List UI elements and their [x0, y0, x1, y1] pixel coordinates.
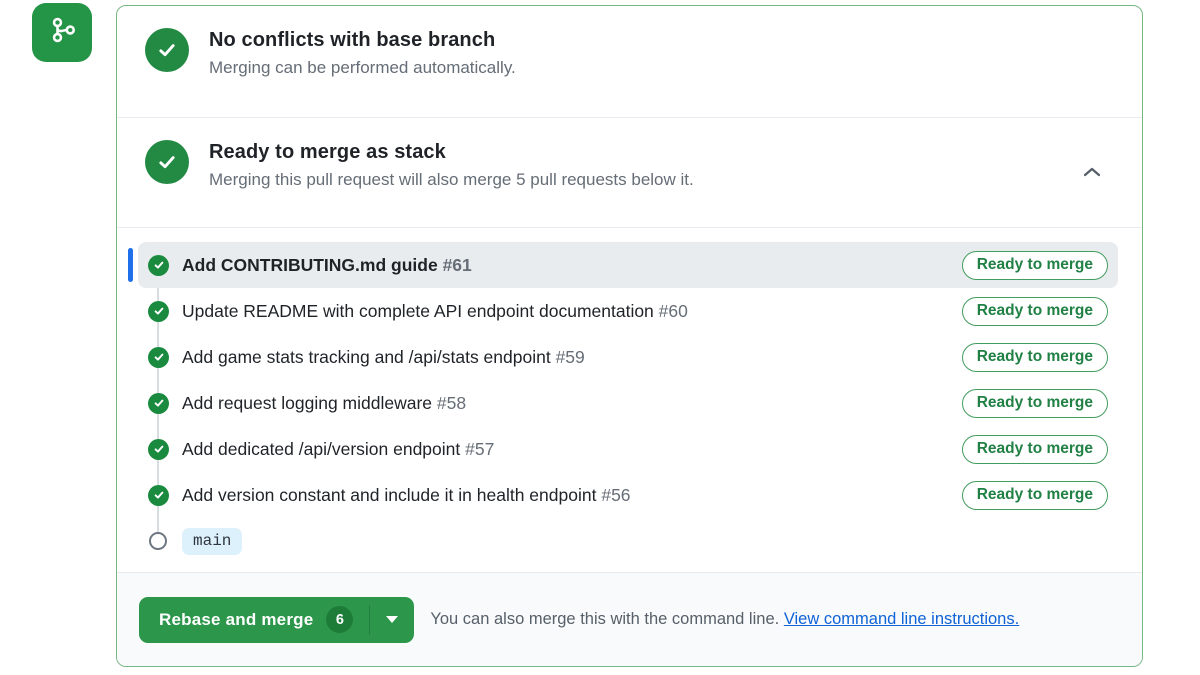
- rebase-and-merge-button-group: Rebase and merge 6: [139, 596, 415, 643]
- check-circle-icon: [148, 346, 169, 368]
- ready-to-merge-badge: Ready to merge: [961, 388, 1108, 418]
- ready-to-merge-badge: Ready to merge: [961, 342, 1108, 372]
- check-circle-icon: [148, 438, 169, 460]
- merge-options-dropdown-button[interactable]: [370, 597, 414, 643]
- pr-title: Add dedicated /api/version endpoint #57: [182, 438, 495, 459]
- ready-to-merge-badge: Ready to merge: [961, 296, 1108, 326]
- ready-to-merge-badge: Ready to merge: [961, 434, 1108, 464]
- pr-number: #56: [601, 484, 631, 505]
- pr-title: Update README with complete API endpoint…: [182, 300, 688, 321]
- selected-indicator-bar: [128, 248, 133, 283]
- pr-title: Add version constant and include it in h…: [182, 484, 631, 505]
- pr-number: #61: [442, 254, 472, 275]
- stacked-pr-list: Add CONTRIBUTING.md guide #61 Ready to m…: [117, 228, 1142, 572]
- pr-title: Add game stats tracking and /api/stats e…: [182, 346, 585, 367]
- check-circle-icon: [148, 484, 169, 506]
- stack-ready-subtitle: Merging this pull request will also merg…: [209, 169, 694, 189]
- base-branch-circle-icon: [149, 532, 167, 551]
- caret-down-icon: [386, 616, 399, 624]
- stack-ready-section: Ready to merge as stack Merging this pul…: [117, 118, 1142, 229]
- stacked-pr-app-icon[interactable]: [32, 3, 92, 62]
- stack-item[interactable]: Add game stats tracking and /api/stats e…: [138, 334, 1118, 380]
- check-circle-icon: [148, 254, 169, 276]
- pr-number: #58: [436, 392, 467, 413]
- base-branch-row: main: [138, 518, 1118, 564]
- no-conflicts-subtitle: Merging can be performed automatically.: [209, 58, 516, 77]
- check-circle-icon: [145, 28, 189, 72]
- no-conflicts-title: No conflicts with base branch: [209, 29, 496, 51]
- rebase-and-merge-label: Rebase and merge: [159, 609, 314, 629]
- rebase-and-merge-button[interactable]: Rebase and merge 6: [139, 597, 369, 643]
- stack-item[interactable]: Add version constant and include it in h…: [138, 472, 1118, 518]
- command-line-caption: You can also merge this with the command…: [430, 610, 1020, 629]
- merge-actions-footer: Rebase and merge 6 You can also merge th…: [117, 572, 1142, 666]
- merge-count-badge: 6: [326, 606, 354, 634]
- pr-title: Add request logging middleware #58: [182, 392, 467, 413]
- stack-ready-title: Ready to merge as stack: [209, 140, 446, 163]
- pr-number: #60: [658, 300, 688, 321]
- pr-number: #59: [555, 346, 585, 367]
- check-circle-icon: [145, 139, 189, 184]
- collapse-stack-button[interactable]: [1078, 160, 1106, 188]
- stack-item[interactable]: Add dedicated /api/version endpoint #57 …: [138, 426, 1118, 472]
- pr-title: Add CONTRIBUTING.md guide #61: [182, 254, 472, 275]
- ready-to-merge-badge: Ready to merge: [961, 250, 1108, 280]
- stack-item[interactable]: Add CONTRIBUTING.md guide #61 Ready to m…: [128, 242, 1118, 289]
- base-branch-label[interactable]: main: [182, 527, 243, 555]
- stack-item[interactable]: Add request logging middleware #58 Ready…: [138, 380, 1118, 426]
- ready-to-merge-badge: Ready to merge: [961, 480, 1108, 510]
- git-fork-icon: [44, 12, 80, 53]
- merge-status-panel: No conflicts with base branch Merging ca…: [116, 5, 1143, 667]
- command-line-instructions-link[interactable]: View command line instructions.: [783, 610, 1020, 629]
- check-circle-icon: [148, 300, 169, 322]
- pr-number: #57: [465, 438, 495, 459]
- no-conflicts-section: No conflicts with base branch Merging ca…: [117, 6, 1142, 118]
- stack-item[interactable]: Update README with complete API endpoint…: [138, 288, 1118, 334]
- check-circle-icon: [148, 392, 169, 414]
- chevron-up-icon: [1083, 166, 1101, 181]
- button-divider: [369, 604, 371, 635]
